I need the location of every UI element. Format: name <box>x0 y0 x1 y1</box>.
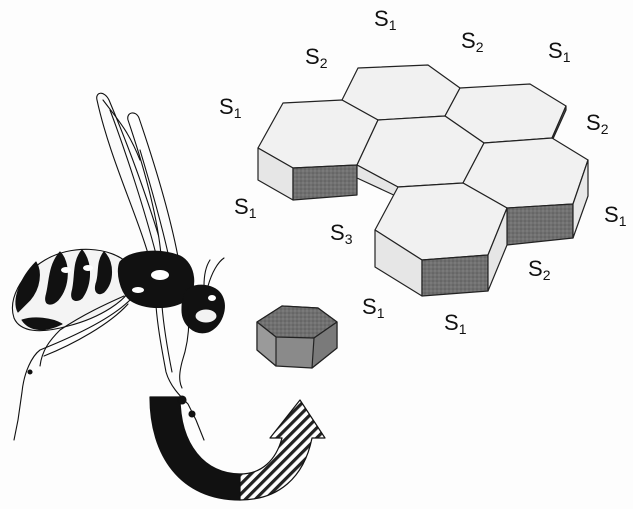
label-s2-upper-mid: S2 <box>461 30 483 54</box>
wasp-illustration <box>12 93 224 440</box>
label-s1-top: S1 <box>374 8 396 32</box>
label-s1-lower: S1 <box>362 296 384 320</box>
label-s1-bottom: S1 <box>444 312 466 336</box>
label-s1-left: S1 <box>219 96 241 120</box>
loose-hexagon-cell <box>257 306 337 368</box>
label-s3: S3 <box>330 222 352 246</box>
label-s2-right: S2 <box>586 112 608 136</box>
label-s1-far-right: S1 <box>604 204 626 228</box>
label-s2-lower-right: S2 <box>528 258 550 282</box>
label-s1-upper-right: S1 <box>548 40 570 64</box>
label-s2-upper-left: S2 <box>305 46 327 70</box>
label-s1-mid-left: S1 <box>234 196 256 220</box>
comb-cell <box>375 183 507 296</box>
comb-cell <box>258 100 378 200</box>
curved-return-arrow <box>150 397 325 500</box>
